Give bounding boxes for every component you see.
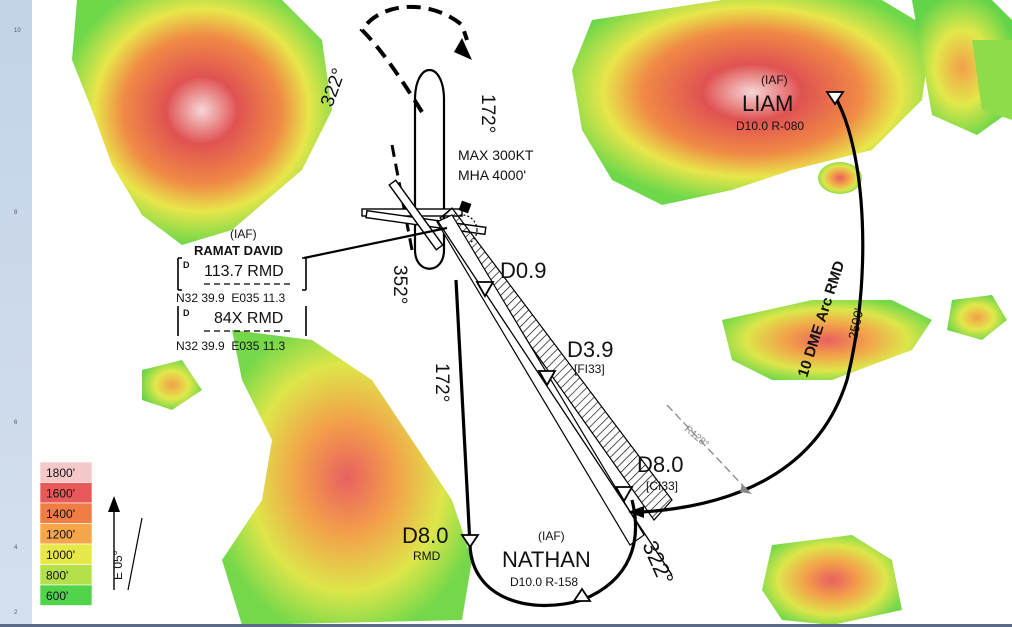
elevation-legend: 1800' 1600' 1400' 1200' 1000' 800' 600': [39, 461, 93, 606]
navaid-iaf: (IAF): [230, 227, 257, 241]
navaid-name: RAMAT DAVID: [194, 243, 283, 258]
navaid-tacan: 84X RMD: [214, 310, 283, 327]
d09-fix-triangle[interactable]: [475, 281, 495, 298]
legend-label: 1000': [46, 548, 75, 562]
approach-chart-map[interactable]: 172° 322° MAX 300KT MHA 4000' 352° 172° …: [32, 0, 1012, 625]
north-arrow: E 05°: [108, 496, 143, 591]
terrain-layer: [72, 0, 1012, 625]
frame-tick: 8: [14, 210, 18, 216]
nathan-iaf: (IAF): [538, 529, 565, 543]
navaid-vor-d: D: [183, 260, 190, 270]
d39-sub: [FI33]: [574, 362, 605, 376]
course-352: 352°: [389, 265, 410, 304]
legend-label: 1200': [46, 528, 75, 542]
frame-tick: 4: [14, 545, 18, 551]
frame-tick: 6: [14, 420, 18, 426]
d80-rmd-fix-triangle[interactable]: [460, 534, 480, 549]
legend-label: 600': [46, 589, 68, 603]
navaid-tacan-d: D: [183, 308, 190, 318]
course-172: 172°: [431, 363, 452, 402]
navaid-coords-1: N32 39.9 E035 11.3: [176, 291, 286, 305]
legend-label: 1400': [46, 507, 75, 521]
legend-label: 1800': [46, 466, 75, 480]
r128-radial: [666, 404, 748, 491]
d80-ci-sub: [CI33]: [646, 479, 678, 493]
navaid-box-ramat-david[interactable]: (IAF) RAMAT DAVID D 113.7 RMD N32 39.9 E…: [176, 227, 307, 353]
hold-inbound-heading: 172°: [477, 94, 498, 133]
frame-tick: 10: [14, 28, 21, 34]
navaid-coords-2: N32 39.9 E035 11.3: [176, 339, 286, 353]
navaid-vor-freq: 113.7 RMD: [204, 263, 284, 280]
d80-ci-fix-triangle[interactable]: [614, 486, 634, 503]
d80-ci-label: D8.0: [637, 452, 683, 477]
d39-label: D3.9: [567, 337, 613, 362]
map-frame-left: 10 8 6 4 2: [0, 0, 33, 627]
liam-sub: D10.0 R-080: [736, 119, 804, 133]
nathan-sub: D10.0 R-158: [510, 575, 578, 589]
dme-arc-track: [641, 94, 865, 514]
final-course-322: 322°: [637, 537, 678, 589]
legend-swatch: [39, 584, 93, 606]
nathan-name: NATHAN: [502, 547, 591, 572]
dme-arc-altitude: 2500': [845, 307, 866, 341]
liam-name: LIAM: [742, 91, 793, 116]
d39-fix-triangle[interactable]: [537, 370, 557, 387]
holding-pattern: [413, 69, 446, 270]
d09-label: D0.9: [500, 258, 546, 283]
r128-label: R128°: [682, 424, 710, 450]
hold-max-speed: MAX 300KT: [458, 147, 534, 163]
final-approach-course: [439, 207, 673, 521]
d80-rmd-sub: RMD: [413, 549, 441, 563]
chart-svg: 172° 322° MAX 300KT MHA 4000' 352° 172° …: [39, 0, 1012, 625]
legend-label: 800': [46, 569, 68, 583]
map-frame-bottom: [0, 624, 1012, 627]
variation-label: E 05°: [111, 550, 125, 580]
d80-rmd-label: D8.0: [402, 523, 448, 548]
legend-label: 1600': [46, 487, 75, 501]
nathan-fix-triangle[interactable]: [572, 587, 592, 602]
frame-tick: 2: [14, 610, 18, 616]
liam-iaf: (IAF): [761, 73, 788, 87]
hold-mha: MHA 4000': [458, 167, 526, 183]
liam-fix-triangle[interactable]: [825, 91, 845, 106]
entry-dashed-path: [359, 4, 469, 114]
